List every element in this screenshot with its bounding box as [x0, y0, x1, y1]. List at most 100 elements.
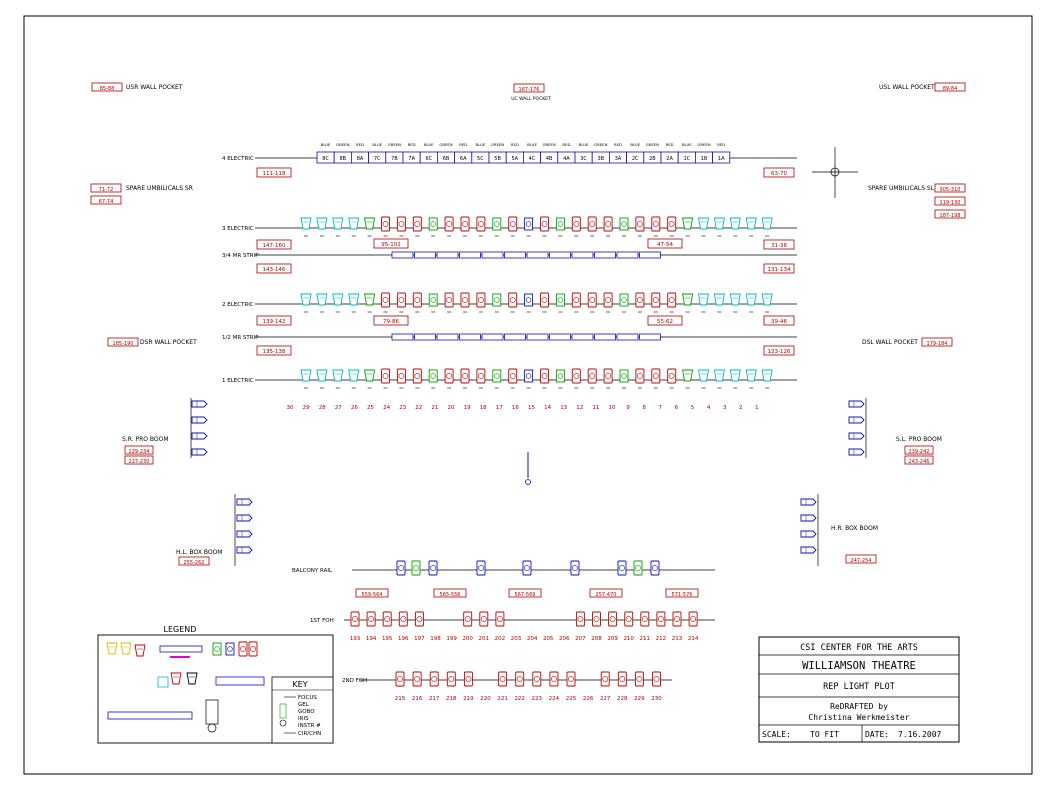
box-4e-right	[763, 167, 795, 178]
foh-number: 224	[549, 696, 560, 702]
strip-cell-label: 1C	[683, 156, 690, 162]
label-34mr: 3/4 MR STRIP	[222, 253, 259, 259]
strip-cell-label: 4C	[529, 156, 536, 162]
mr-strip-cell	[594, 251, 616, 259]
boom-fixture	[800, 530, 817, 538]
pipe-number: 5	[691, 405, 695, 411]
fixture	[428, 369, 438, 383]
fixture	[444, 368, 454, 384]
fixture	[603, 368, 613, 384]
sl-pro-boom-range-1: 239-242	[909, 449, 930, 455]
foh-number: 220	[480, 696, 491, 702]
fixture	[667, 216, 677, 232]
key-title: KEY	[292, 680, 307, 689]
sl-pro-boom-label: S.L. PRO BOOM	[896, 436, 942, 443]
fixture	[619, 217, 629, 231]
fixture	[476, 216, 486, 232]
fixture	[524, 293, 534, 307]
legend-symbols	[106, 641, 265, 733]
strip-cell-color: GREEN	[543, 142, 556, 147]
pipe-number: 27	[335, 405, 342, 411]
usl-pocket-box	[934, 82, 966, 92]
fixture	[745, 217, 757, 230]
fixture	[396, 368, 406, 384]
pipe-number: 15	[528, 405, 535, 411]
boom-fixture	[800, 546, 817, 554]
boom-fixture	[848, 416, 865, 424]
range-3e-mid2: 47-54	[657, 242, 673, 248]
mr-strip-cell	[414, 251, 436, 259]
box-12mr-left	[256, 345, 292, 356]
pipe-number: 30	[287, 405, 294, 411]
foh-number: 194	[366, 636, 377, 642]
mr-strip-cell	[391, 333, 414, 341]
strip-cell-color: GREEN	[594, 142, 607, 147]
fixture	[412, 292, 422, 308]
fixture	[300, 293, 312, 306]
strip-cell-color: BLUE	[630, 142, 640, 147]
box-2e-left	[256, 315, 292, 326]
fixture	[635, 216, 645, 232]
sl-pro-boom-box-2	[904, 455, 934, 465]
fixture	[428, 217, 438, 231]
foh-number: 212	[656, 636, 667, 642]
sr-pro-boom-box-2	[124, 455, 154, 465]
key-item-gobo: GOBO	[298, 709, 315, 715]
fixture	[651, 216, 661, 232]
strip-cell-label: 5A	[511, 156, 518, 162]
range-12mr-left: 135-138	[263, 349, 286, 355]
fixture	[682, 217, 694, 230]
fixture	[540, 216, 549, 232]
balcony-instruments	[396, 560, 660, 576]
hl-box-boom-box	[178, 556, 210, 566]
sl-pro-boom	[848, 398, 867, 458]
legend-circle	[207, 723, 217, 733]
foh-fixture	[575, 611, 585, 627]
usr-pocket-box	[91, 82, 123, 92]
boom-fixture	[848, 448, 865, 456]
fixture	[348, 369, 360, 382]
spare-sl-box-1	[934, 183, 966, 193]
fixture	[697, 369, 710, 382]
fixture	[571, 216, 581, 232]
strip-cell-color: GREEN	[697, 142, 710, 147]
strip-cell-label: 8A	[357, 156, 364, 162]
boom-fixture	[800, 514, 817, 522]
hl-box-boom	[234, 494, 253, 566]
mr-strip-cell	[414, 333, 436, 341]
fixture	[444, 292, 454, 308]
strip-cell-label: 7B	[391, 156, 398, 162]
fixture	[540, 368, 549, 384]
pipe-number: 13	[560, 405, 567, 411]
spare-sr-label: SPARE UMBILICALS SR	[126, 185, 193, 192]
box-34mr-right	[763, 263, 795, 274]
dsl-pocket-label: DSL WALL POCKET	[862, 339, 918, 346]
fixture	[729, 369, 741, 382]
foh-fixture	[634, 671, 644, 687]
legend-strip-3	[107, 711, 193, 720]
foh-fixture	[672, 611, 682, 627]
label-3e: 3 ELECTRIC	[222, 226, 254, 232]
pipe-number: 6	[675, 405, 679, 411]
pipe-number: 2	[739, 405, 743, 411]
foh-number: 204	[527, 636, 538, 642]
key-item-gel: GEL	[298, 702, 310, 708]
label-4e: 4 ELECTRIC	[222, 156, 254, 162]
balcony-fixture	[570, 560, 580, 576]
mr-strip-cell	[594, 333, 616, 341]
fixture	[492, 369, 502, 383]
fixture	[508, 292, 518, 308]
fixture	[540, 292, 549, 308]
mr-strip-cell	[504, 333, 526, 341]
foh-number: 202	[495, 636, 506, 642]
balcony-fixture	[476, 560, 486, 576]
foh-fixture	[463, 611, 473, 627]
